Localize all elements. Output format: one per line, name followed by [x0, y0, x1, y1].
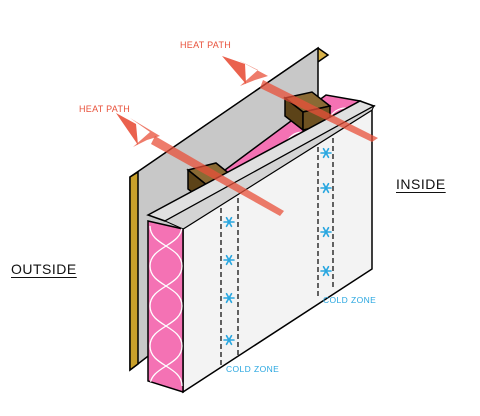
snowflake-icon — [320, 182, 332, 194]
stud-line-left — [220, 198, 239, 366]
snowflake-icon — [320, 226, 332, 238]
cold-zone-label-bottom: COLD ZONE — [226, 364, 280, 374]
heat-path-label-top: HEAT PATH — [180, 40, 232, 50]
heat-arrow-lower — [116, 113, 284, 216]
snowflake-icon — [223, 254, 235, 266]
snowflake-icon — [223, 334, 235, 346]
snowflake-icon — [223, 216, 235, 228]
heat-arrow-upper — [222, 56, 378, 142]
inside-label: INSIDE — [396, 176, 446, 192]
snowflake-icon — [320, 147, 332, 159]
insulation-batt — [147, 220, 184, 394]
snowflake-icon — [223, 292, 235, 304]
heat-path-label-left: HEAT PATH — [79, 104, 131, 114]
cold-zone-label-right: COLD ZONE — [323, 295, 377, 305]
snowflake-icon — [320, 265, 332, 277]
outside-label: OUTSIDE — [11, 261, 77, 277]
stud-line-right — [317, 138, 334, 297]
